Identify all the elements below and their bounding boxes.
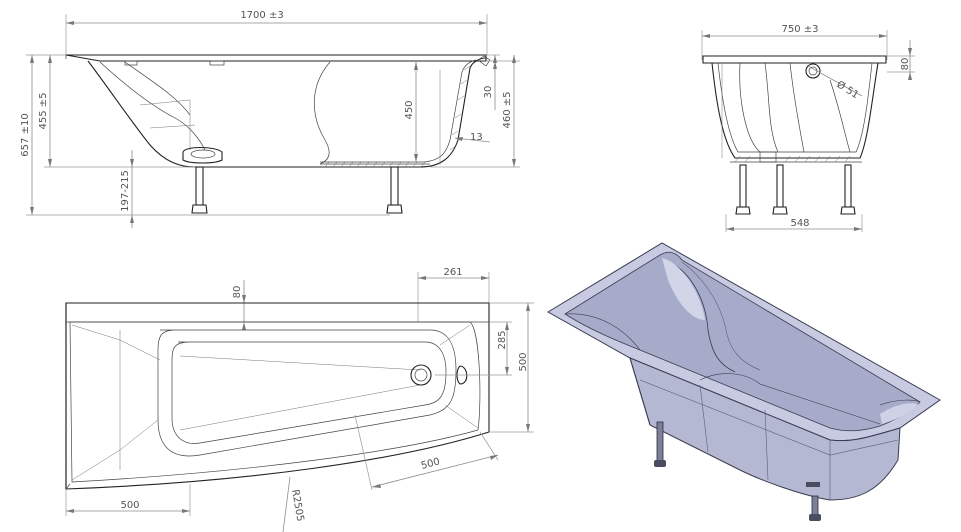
dim-drain: Ø 51: [834, 78, 861, 101]
dim-length: 1700 ±3: [240, 10, 283, 21]
dim-plan-285: 285: [497, 330, 508, 349]
dim-height-460: 460 ±5: [502, 91, 513, 128]
dim-width-side: 750 ±3: [781, 24, 818, 35]
dim-plan-80: 80: [232, 286, 243, 299]
side-view: 750 ±3 80: [701, 24, 915, 232]
iso-render: [547, 242, 941, 521]
front-view: 1700 ±3: [20, 10, 520, 228]
dim-height-455: 455 ±5: [38, 92, 49, 129]
dim-rim-30: 30: [483, 86, 494, 99]
dim-plan-500-diag: 500: [420, 456, 441, 472]
dim-radius: R2505: [289, 489, 305, 523]
dim-plan-500-bottom: 500: [120, 500, 139, 511]
dim-offset-261: 261: [443, 267, 462, 278]
dim-plan-500-right: 500: [518, 352, 529, 371]
plan-view: 261 80 285 500: [65, 267, 534, 532]
dim-rim-80-side: 80: [900, 58, 911, 71]
dim-height-450: 450: [404, 100, 415, 119]
dim-leg-span: 548: [790, 218, 809, 229]
dim-legs: 197-215: [120, 170, 131, 212]
dim-height-total: 657 ±10: [20, 113, 31, 156]
dim-wall-13: 13: [470, 132, 483, 143]
